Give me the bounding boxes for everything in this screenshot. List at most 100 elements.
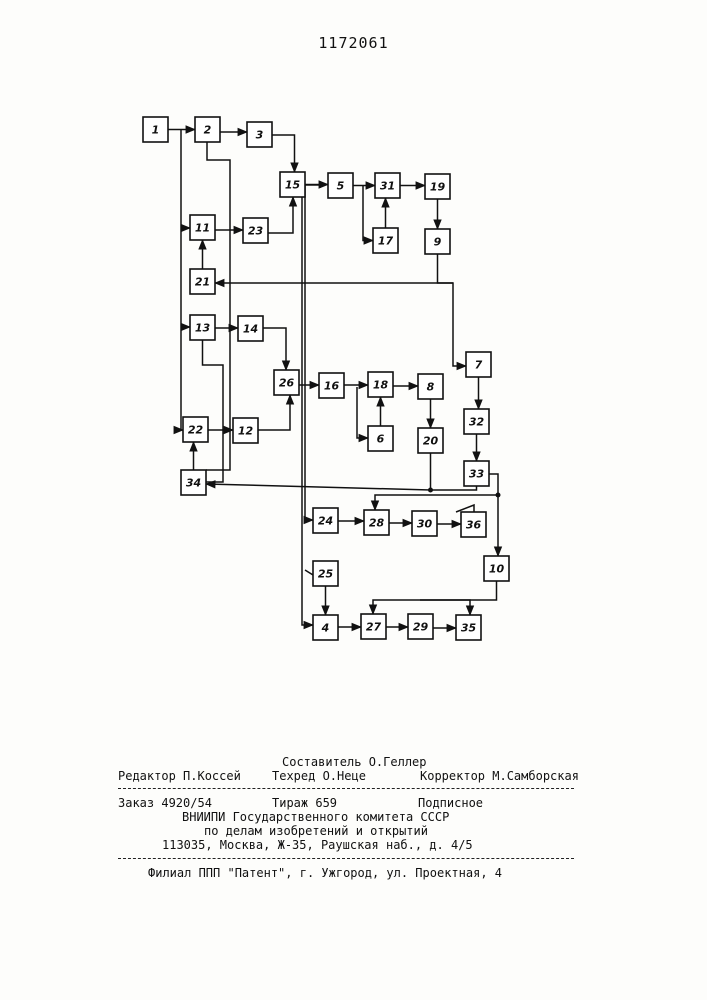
connection-line	[206, 142, 230, 470]
block-label: 11	[195, 222, 210, 235]
block-label: 19	[430, 181, 446, 194]
block-label: 32	[469, 416, 485, 429]
block-25: 25	[313, 561, 338, 586]
block-label: 7	[475, 359, 483, 372]
block-label: 25	[318, 568, 334, 581]
connection-line	[456, 505, 474, 512]
block-8: 8	[418, 374, 443, 399]
block-13: 13	[190, 315, 215, 340]
block-35: 35	[456, 615, 481, 640]
block-28: 28	[364, 510, 389, 535]
connection-line	[203, 340, 224, 482]
block-20: 20	[418, 428, 443, 453]
compiler-line: Составитель О.Геллер	[282, 755, 427, 769]
circulation-line: Тираж 659	[272, 796, 337, 810]
block-label: 28	[369, 517, 385, 530]
block-label: 21	[195, 276, 210, 289]
corrector-line: Корректор М.Самборская	[420, 769, 579, 783]
block-5: 5	[328, 173, 353, 198]
block-label: 17	[378, 235, 394, 248]
block-label: 3	[256, 129, 264, 142]
block-29: 29	[408, 614, 433, 639]
connection-line	[489, 474, 498, 556]
block-label: 12	[238, 425, 254, 438]
block-32: 32	[464, 409, 489, 434]
block-7: 7	[466, 352, 491, 377]
block-3: 3	[247, 122, 272, 147]
blocks-layer: 1231553119112317921131426161887620221232…	[143, 117, 509, 640]
block-27: 27	[361, 614, 386, 639]
connection-line	[206, 453, 431, 490]
block-label: 24	[318, 515, 333, 528]
block-label: 6	[377, 433, 385, 446]
block-23: 23	[243, 218, 268, 243]
block-label: 30	[417, 518, 433, 531]
address-line: 113035, Москва, Ж-35, Раушская наб., д. …	[162, 838, 473, 852]
block-label: 31	[380, 180, 395, 193]
connection-line	[357, 387, 368, 438]
block-9: 9	[425, 229, 450, 254]
org-line-1: ВНИИПИ Государственного комитета СССР	[182, 810, 449, 824]
block-2: 2	[195, 117, 220, 142]
block-11: 11	[190, 215, 215, 240]
block-label: 14	[243, 323, 258, 336]
block-label: 33	[469, 468, 485, 481]
block-diagram: 1231553119112317921131426161887620221232…	[0, 0, 707, 720]
block-label: 2	[204, 124, 212, 137]
org-line-2: по делам изобретений и открытий	[204, 824, 428, 838]
block-label: 23	[248, 225, 264, 238]
block-21: 21	[190, 269, 215, 294]
connection-line	[272, 135, 295, 172]
block-label: 10	[489, 563, 505, 576]
block-label: 20	[423, 435, 439, 448]
block-label: 29	[413, 621, 429, 634]
order-line: Заказ 4920/54	[118, 796, 212, 810]
block-label: 16	[324, 380, 340, 393]
rule-top	[118, 788, 574, 789]
block-34: 34	[181, 470, 206, 495]
connection-line	[373, 581, 497, 614]
block-16: 16	[319, 373, 344, 398]
block-22: 22	[183, 417, 208, 442]
block-19: 19	[425, 174, 450, 199]
block-1: 1	[143, 117, 168, 142]
block-label: 36	[466, 519, 482, 532]
block-17: 17	[373, 228, 398, 253]
block-31: 31	[375, 173, 400, 198]
block-label: 13	[195, 322, 211, 335]
connection-line	[363, 186, 373, 241]
block-12: 12	[233, 418, 258, 443]
block-label: 27	[366, 621, 382, 634]
block-label: 22	[188, 424, 204, 437]
connection-line	[375, 495, 498, 510]
block-label: 18	[373, 379, 389, 392]
connection-line	[263, 328, 286, 370]
block-label: 5	[337, 180, 345, 193]
block-label: 26	[279, 377, 295, 390]
block-label: 35	[461, 622, 477, 635]
block-4: 4	[313, 615, 338, 640]
connection-line	[302, 190, 313, 625]
connection-line	[268, 197, 293, 233]
block-15: 15	[280, 172, 305, 197]
block-30: 30	[412, 511, 437, 536]
block-label: 8	[427, 381, 435, 394]
block-26: 26	[274, 370, 299, 395]
connection-line	[258, 395, 290, 430]
block-24: 24	[313, 508, 338, 533]
rule-bottom	[118, 858, 574, 859]
connection-line	[181, 130, 183, 430]
block-label: 4	[321, 622, 330, 635]
subscription-line: Подписное	[418, 796, 483, 810]
block-10: 10	[484, 556, 509, 581]
block-18: 18	[368, 372, 393, 397]
branch-line: Филиал ППП "Патент", г. Ужгород, ул. Про…	[148, 866, 502, 880]
connection-line	[438, 254, 467, 366]
block-14: 14	[238, 316, 263, 341]
block-label: 9	[434, 236, 442, 249]
block-33: 33	[464, 461, 489, 486]
connection-line	[305, 185, 320, 520]
connection-line	[305, 570, 313, 575]
block-label: 34	[186, 477, 201, 490]
techred-line: Техред О.Неце	[272, 769, 366, 783]
